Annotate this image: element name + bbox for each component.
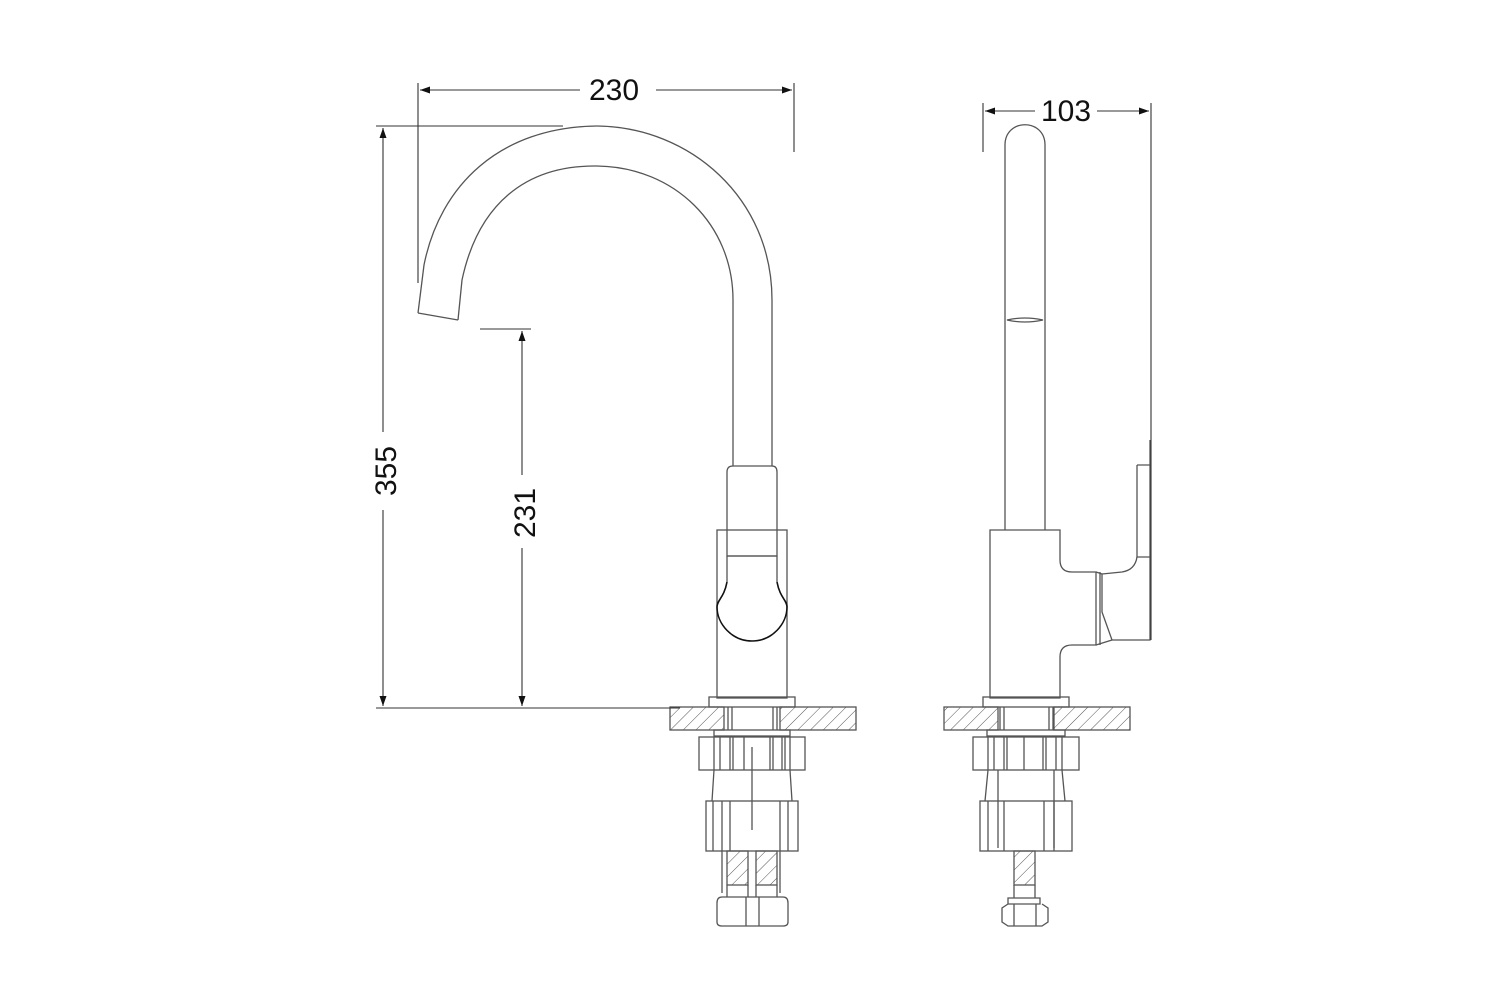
dimension-overall-height: 355 — [370, 125, 680, 709]
dim-label-230: 230 — [589, 74, 639, 107]
dim-label-103: 103 — [1041, 95, 1091, 128]
supply-hoses — [716, 850, 789, 927]
front-view — [417, 125, 857, 927]
side-mounting-nut — [972, 729, 1080, 848]
spout — [417, 125, 773, 466]
side-supply-hose — [1001, 850, 1049, 927]
dimension-outlet-height: 231 — [480, 328, 542, 706]
dimension-depth: 103 — [982, 95, 1152, 640]
shank-nut — [705, 800, 799, 893]
side-countertop-left — [943, 706, 999, 731]
dim-label-355: 355 — [370, 446, 403, 496]
handle-lever — [716, 581, 788, 642]
dim-label-231: 231 — [509, 488, 542, 538]
side-handle — [1095, 440, 1151, 646]
countertop-section-right — [779, 706, 857, 731]
side-view — [943, 124, 1151, 927]
side-shank-nut — [979, 800, 1073, 852]
dimension-spout-reach: 230 — [417, 74, 795, 283]
side-countertop-right — [1053, 706, 1131, 731]
side-body — [989, 529, 1097, 699]
spout-tube — [1004, 124, 1046, 530]
base-flange — [708, 696, 796, 708]
body-upper — [716, 465, 788, 699]
mounting-nut — [698, 729, 806, 830]
countertop-section-left — [669, 706, 725, 731]
